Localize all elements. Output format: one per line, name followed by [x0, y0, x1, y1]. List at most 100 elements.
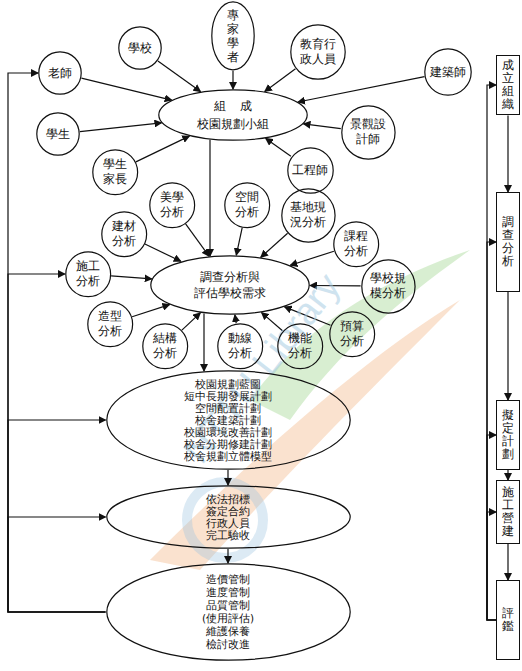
ellipse-shape — [106, 486, 349, 548]
flow-arrow — [266, 138, 291, 156]
node-text: 成立組織 — [502, 59, 514, 112]
text-wrap: 學校規模分析 — [370, 271, 406, 301]
text-wrap: 機能分析 — [288, 331, 312, 361]
flow-arrow — [8, 73, 106, 612]
node-text: 調查分析 — [502, 216, 514, 269]
node-text: 短中長期發展計劃 — [184, 390, 272, 402]
ellipse-shape — [334, 222, 379, 267]
flow-arrow — [265, 69, 296, 92]
ellipse-shape — [159, 90, 307, 140]
node-text: 學生家長 — [103, 157, 127, 187]
text-wrap: 教育行政人員 — [300, 37, 336, 67]
node-text: 校舍分期修建計劃 — [184, 438, 272, 450]
flow-arrow — [487, 512, 496, 620]
text-wrap: 專家學者 — [227, 8, 239, 64]
flow-arrow — [227, 470, 228, 485]
flow-arrow — [232, 71, 233, 89]
flow-arrow — [158, 61, 201, 92]
text-wrap: 調查分析與評估學校需求 — [194, 269, 266, 301]
stage-box: 施工營建 — [496, 480, 520, 544]
text-wrap: 美學分析 — [160, 190, 184, 220]
text-wrap: 造型分析 — [98, 309, 122, 339]
analysis-circle: 結構分析 — [142, 323, 188, 369]
flow-arrow — [8, 274, 106, 612]
analysis-circle: 美學分析 — [149, 182, 195, 228]
node-text: 預算分析 — [340, 319, 364, 349]
node-text: 建材分析 — [112, 219, 136, 249]
text-wrap: 景觀設計師 — [350, 117, 386, 147]
node-text: 課程分析 — [344, 229, 368, 259]
ellipse-shape — [425, 49, 471, 95]
flow-arrow — [136, 136, 189, 162]
node-text: 進度管制 — [202, 586, 254, 599]
analysis-circle: 空間分析 — [224, 182, 270, 228]
node-text: 校舍建築計劃 — [184, 414, 272, 426]
flow-arrow — [8, 420, 106, 612]
stage-box: 成立組織 — [496, 55, 520, 116]
ellipse-shape — [151, 256, 309, 314]
text-wrap: 預算分析 — [340, 319, 364, 349]
ellipse-shape — [212, 2, 254, 70]
stage-box: 調查分析 — [496, 192, 520, 292]
text-wrap: 評鑑 — [502, 607, 514, 633]
analysis-circle: 課程分析 — [333, 221, 379, 267]
flow-arrow — [487, 435, 496, 620]
ellipse-shape — [281, 188, 334, 241]
member-circle: 學生家長 — [92, 149, 138, 195]
text-wrap: 建築師 — [430, 65, 466, 80]
node-text: 校舍規劃立體模型 — [184, 450, 272, 462]
group-ellipse: 組成校園規劃小組 — [158, 89, 308, 141]
text-wrap: 動線分析 — [228, 331, 252, 361]
analysis-circle: 學校規模分析 — [361, 259, 416, 314]
ellipse-shape — [341, 105, 394, 158]
member-circle: 老師 — [38, 51, 82, 95]
flow-arrow — [209, 140, 210, 256]
analysis-circle: 預算分析 — [329, 311, 375, 357]
node-text: 校園規劃藍圖 — [184, 378, 272, 390]
member-circle: 建築師 — [424, 48, 472, 96]
text-wrap: 造價管制進度管制品質管制(使用評估)維護保養檢討改進 — [202, 573, 254, 651]
stage-box: 擬定計劃 — [496, 400, 520, 470]
node-text: 空間分析 — [235, 190, 259, 220]
ellipse-shape — [150, 183, 195, 228]
node-text: 施工營建 — [502, 486, 514, 539]
flow-arrow — [487, 242, 496, 620]
node-text: 施工分析 — [76, 259, 100, 289]
text-wrap: 施工分析 — [76, 259, 100, 289]
ellipse-shape — [106, 564, 349, 660]
flow-arrow — [111, 276, 152, 279]
text-wrap: 成立組織 — [502, 59, 514, 112]
text-wrap: 依法招標簽定合約行政人員完工驗收 — [206, 493, 250, 541]
watermark-swoosh — [150, 300, 460, 570]
flow-arrow — [507, 115, 508, 192]
assessment-ellipse: 調查分析與評估學校需求 — [150, 255, 310, 315]
node-text: 擬定計劃 — [502, 409, 514, 462]
analysis-circle: 施工分析 — [65, 251, 111, 297]
node-text: 工程師 — [292, 163, 328, 178]
plan-ellipse: 校園規劃藍圖短中長期發展計劃空間配置計劃校舍建築計劃校園環境改善計劃校舍分期修建… — [106, 370, 351, 470]
flow-arrow — [507, 292, 508, 400]
node-text: 維護保養 — [202, 625, 254, 638]
node-text: 評估學校需求 — [194, 285, 266, 301]
node-text: 建築師 — [430, 65, 466, 80]
node-text: 結構分析 — [153, 331, 177, 361]
flow-arrow — [182, 313, 200, 330]
ellipse-shape — [287, 147, 332, 192]
node-text: 基地現況分析 — [290, 200, 326, 230]
flow-arrow — [81, 78, 171, 100]
node-text: 完工驗收 — [206, 529, 250, 541]
node-text: 評鑑 — [502, 607, 514, 633]
ellipse-outline — [158, 89, 308, 141]
flow-arrow — [298, 77, 425, 102]
ellipse-shape — [278, 324, 323, 369]
ellipse-shape — [330, 312, 375, 357]
text-wrap: 空間分析 — [235, 190, 259, 220]
member-circle: 教育行政人員 — [290, 24, 346, 80]
text-wrap: 課程分析 — [344, 229, 368, 259]
node-text: 動線分析 — [228, 331, 252, 361]
node-text: 簽定合約 — [206, 505, 250, 517]
text-wrap: 校園規劃藍圖短中長期發展計劃空間配置計劃校舍建築計劃校園環境改善計劃校舍分期修建… — [184, 378, 272, 462]
flow-arrow — [145, 244, 181, 261]
text-wrap: 擬定計劃 — [502, 409, 514, 462]
node-text: 老師 — [48, 66, 72, 81]
